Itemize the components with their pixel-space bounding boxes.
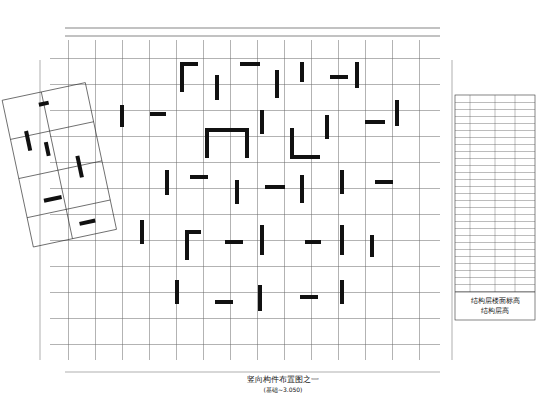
drawing-title: 竖向构件布置图之一 xyxy=(246,376,320,385)
table-title: 结构层楼面标高 xyxy=(470,298,521,306)
scale-note: (基础~3.050) xyxy=(263,387,304,394)
table-title: 结构层高 xyxy=(480,308,510,316)
